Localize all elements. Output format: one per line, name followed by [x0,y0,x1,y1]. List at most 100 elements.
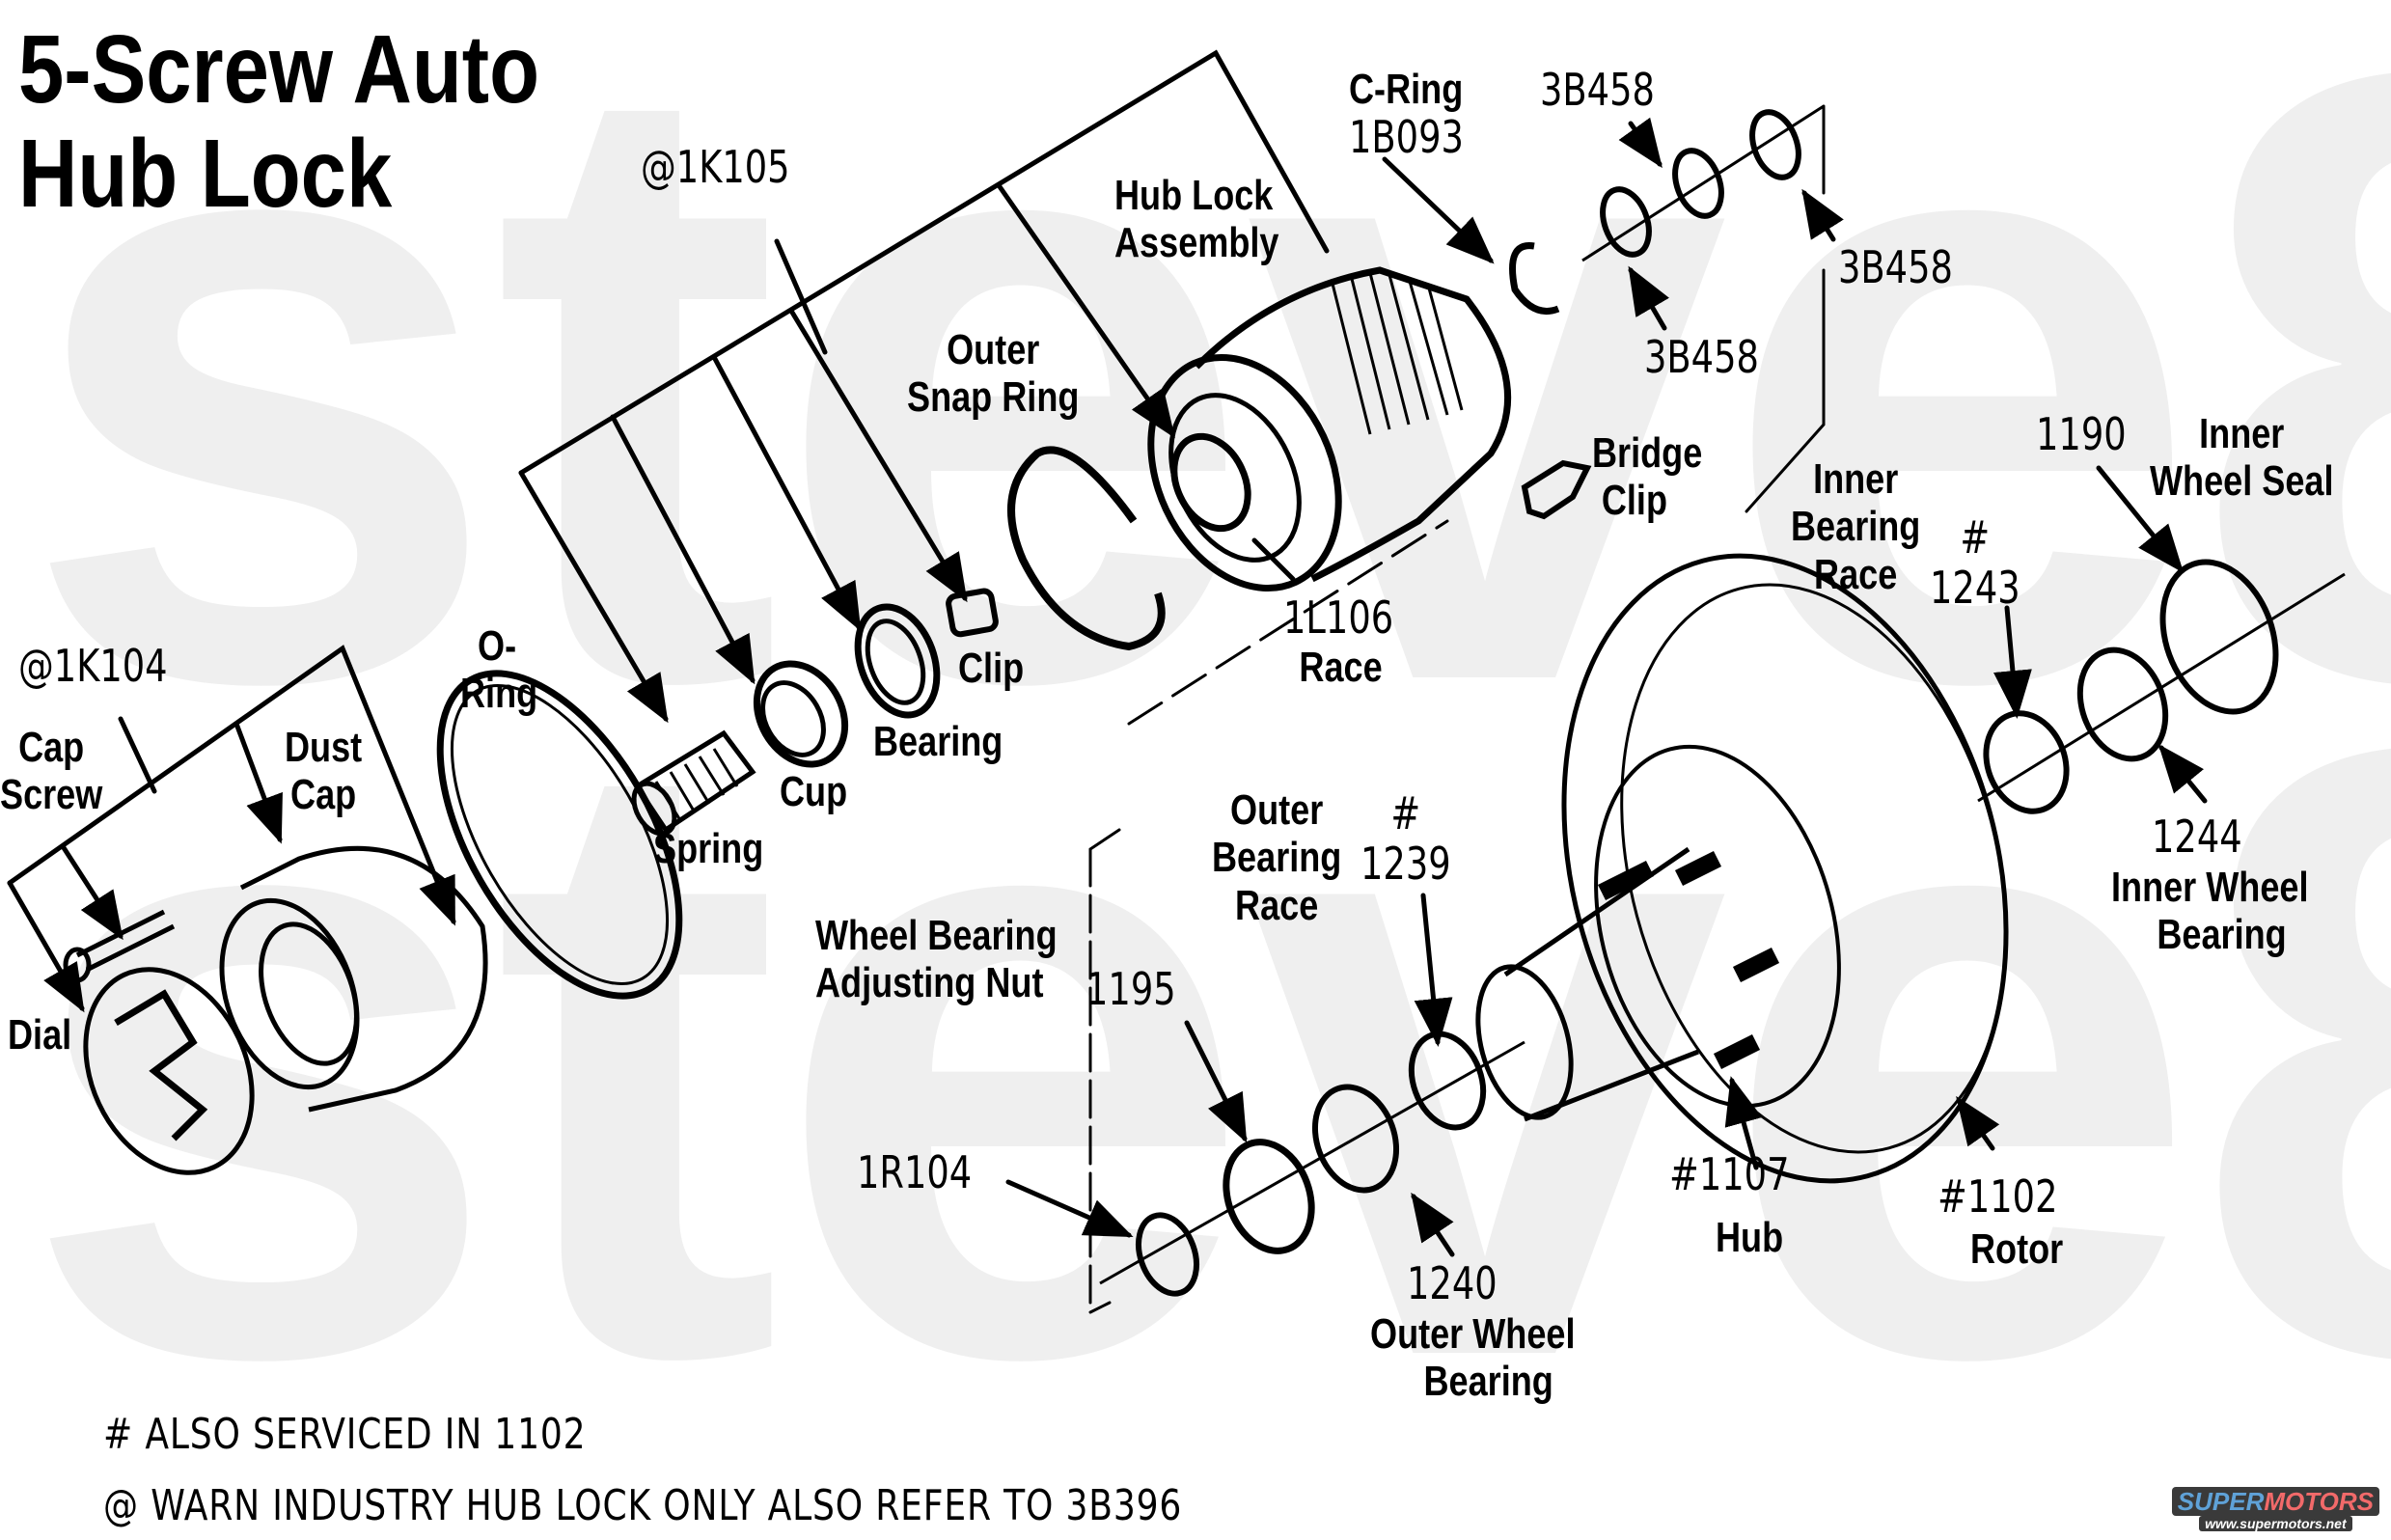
label-c-ring: C-Ring 1B093 [1349,66,1493,163]
label-text: Inner [1813,455,1899,503]
label-text: Race [1814,550,1898,598]
label-1107: #1107 [1669,1148,1790,1200]
label-text: Outer [1230,786,1324,834]
label-o-ring: O- Ring [460,622,537,718]
label-text: Dust [285,724,363,771]
footnote-at: @ WARN INDUSTRY HUB LOCK ONLY ALSO REFER… [103,1481,1183,1530]
logo-url: www.supermotors.net [2199,1516,2352,1531]
label-1243: # 1243 [1930,511,2020,614]
rotor-hub-part [1475,553,2009,1184]
seal-1190-part [2159,559,2279,715]
label-outer-wheel-bearing: Outer Wheel Bearing [1370,1310,1576,1406]
title-line-1: 5-Screw Auto [18,15,540,124]
label-text: O- [478,622,517,670]
label-1k104: @1K104 [18,640,168,692]
label-text: Clip [1601,477,1667,525]
label-part-number: 1L106 [1283,591,1394,644]
label-text: Cap [18,724,85,771]
title-line-2: Hub Lock [18,120,393,228]
label-text: Screw [0,771,103,819]
label-outer-snap-ring: Outer Snap Ring [907,326,1079,422]
label-part-number: 1243 [1930,561,2020,614]
c-ring-part [1509,242,1560,315]
label-text: Cap [290,771,357,819]
label-outer-bearing-race: Outer Bearing Race [1212,786,1341,929]
retainer-1r104-part [1136,1212,1199,1297]
label-text: Ring [460,670,538,718]
label-text: Bridge [1592,429,1703,477]
label-3b458-lower: 3B458 [1644,331,1759,383]
label-part-number: 1B093 [1349,111,1464,164]
nut-1195-part [1223,1139,1315,1254]
logo-part-super: SUPER [2177,1487,2265,1516]
label-hub-lock-assembly: Hub Lock Assembly [1114,172,1278,267]
label-3b458-top: 3B458 [1540,64,1655,116]
label-text: Snap Ring [907,373,1080,422]
label-rotor: Rotor [1970,1225,2064,1273]
cap-screw-part [75,909,176,973]
label-bearing: Bearing [873,718,1003,765]
label-text: Wheel Bearing [815,912,1058,959]
label-1195: 1195 [1086,963,1176,1015]
label-clip: Clip [958,645,1025,692]
title: 5-Screw Auto Hub Lock [18,21,539,222]
bracket-1k104 [7,645,456,926]
label-1r104: 1R104 [857,1146,973,1198]
label-inner-bearing-race: Inner Bearing Race [1791,455,1920,598]
label-inner-wheel-bearing: Inner Wheel Bearing [2111,864,2308,959]
label-1k105: @1K105 [641,141,790,193]
label-text: Race [1299,643,1383,691]
label-text: Inner Wheel [2111,864,2309,911]
supermotors-logo: SUPERMOTORS www.supermotors.net [2171,1487,2379,1532]
label-hash: # [1960,511,1991,564]
label-text: Bearing [1212,834,1342,882]
bearing-1244-part [2076,646,2169,762]
label-1l106: 1L106 Race [1283,591,1421,691]
bearing-part [854,603,941,719]
label-1244: 1244 [2152,811,2242,863]
label-1239: # 1239 [1360,787,1451,889]
washer-part [1600,186,1652,258]
label-text: Wheel Seal [2150,457,2334,506]
clip-part [946,588,999,638]
label-hub: Hub [1716,1214,1784,1261]
cup-part [753,660,849,768]
label-dial: Dial [8,1011,72,1059]
label-text: C-Ring [1349,66,1464,113]
label-1190: 1190 [2036,408,2127,460]
label-text: Bearing [1423,1358,1553,1406]
bracket-1k105 [518,49,1330,476]
label-text: Inner [2199,410,2285,457]
logo-part-motors: MOTORS [2264,1487,2374,1516]
label-inner-wheel-seal: Inner Wheel Seal [2150,410,2333,506]
label-1240: 1240 [1407,1257,1498,1309]
spring-part [631,729,756,837]
label-cap-screw: Cap Screw [0,724,102,819]
dust-cap-part [239,845,488,1113]
label-text: Hub Lock [1114,172,1274,219]
watermark-bottom: steve83 [19,566,2391,1537]
label-bridge-clip: Bridge Clip [1592,429,1702,525]
label-text: Adjusting Nut [815,959,1044,1007]
footnote-hash: # ALSO SERVICED IN 1102 [103,1410,587,1459]
logo-wordmark: SUPERMOTORS [2171,1487,2379,1516]
label-text: Bearing [2157,911,2287,959]
label-text: Outer Wheel [1370,1310,1576,1358]
outer-snap-ring-part [1007,446,1166,651]
label-text: Assembly [1114,219,1279,267]
label-text: Outer [947,326,1040,373]
label-text: Race [1235,881,1319,929]
label-wheel-bearing-adjusting-nut: Wheel Bearing Adjusting Nut [815,912,1058,1007]
hub-lock-assembly-part [1147,266,1511,592]
dial-part [83,967,255,1175]
label-dust-cap: Dust Cap [285,724,362,819]
label-1102: #1102 [1938,1170,2058,1223]
bearing-1240-part [1311,1084,1400,1194]
label-cup: Cup [780,768,848,815]
bridge-clip-part [1521,459,1592,520]
label-3b458-right: 3B458 [1838,241,1953,293]
label-hash: # [1390,787,1421,839]
label-spring: Spring [653,825,764,872]
